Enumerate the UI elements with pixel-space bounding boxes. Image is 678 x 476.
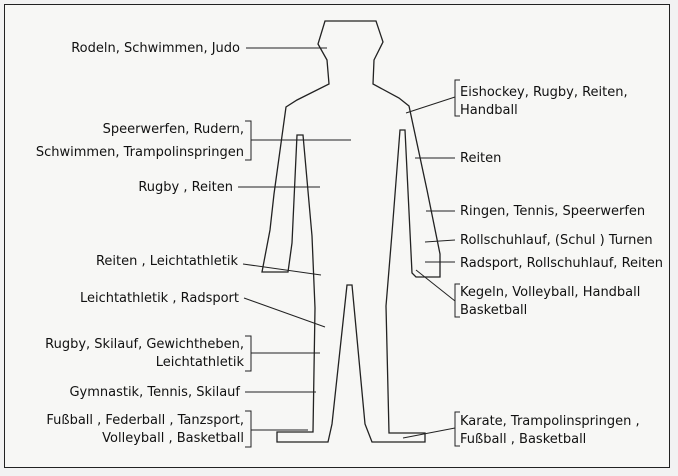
body-outline <box>262 21 440 442</box>
label-elbow-right: Ringen, Tennis, Speerwerfen <box>460 204 645 219</box>
label-foot-right-line1: Karate, Trampolinspringen , <box>460 414 640 429</box>
label-forearm-right: Rollschuhlauf, (Schul ) Turnen <box>460 233 653 248</box>
label-head: Rodeln, Schwimmen, Judo <box>71 41 240 56</box>
label-hand-left: Reiten , Leichtathletik <box>96 254 239 269</box>
label-groin: Leichtathletik , Radsport <box>80 291 239 306</box>
label-upper-arm-left: Rugby , Reiten <box>138 180 233 195</box>
label-shoulder-line2: Handball <box>460 103 518 118</box>
label-upper-arm-right: Reiten <box>460 151 501 166</box>
brackets-left <box>245 121 251 447</box>
label-knee-line2: Leichtathletik <box>156 355 245 370</box>
label-hand-right-line2: Basketball <box>460 303 527 318</box>
label-shoulder-line1: Eishockey, Rugby, Reiten, <box>460 85 628 100</box>
label-foot-right-line2: Fußball , Basketball <box>460 432 586 447</box>
leader-lines-left <box>238 48 351 430</box>
label-chest-line1: Speerwerfen, Rudern, <box>103 122 244 137</box>
label-shin-left: Gymnastik, Tennis, Skilauf <box>69 385 240 400</box>
label-knee-line1: Rugby, Skilauf, Gewichtheben, <box>45 337 244 352</box>
label-wrist-right: Radsport, Rollschuhlauf, Reiten <box>460 256 663 271</box>
label-hand-right-line1: Kegeln, Volleyball, Handball <box>460 285 640 300</box>
leader-lines-right <box>403 97 455 438</box>
label-foot-left-line1: Fußball , Federball , Tanzsport, <box>46 413 244 428</box>
label-foot-left-line2: Volleyball , Basketball <box>102 431 244 446</box>
label-chest-line2: Schwimmen, Trampolinspringen <box>36 145 244 160</box>
